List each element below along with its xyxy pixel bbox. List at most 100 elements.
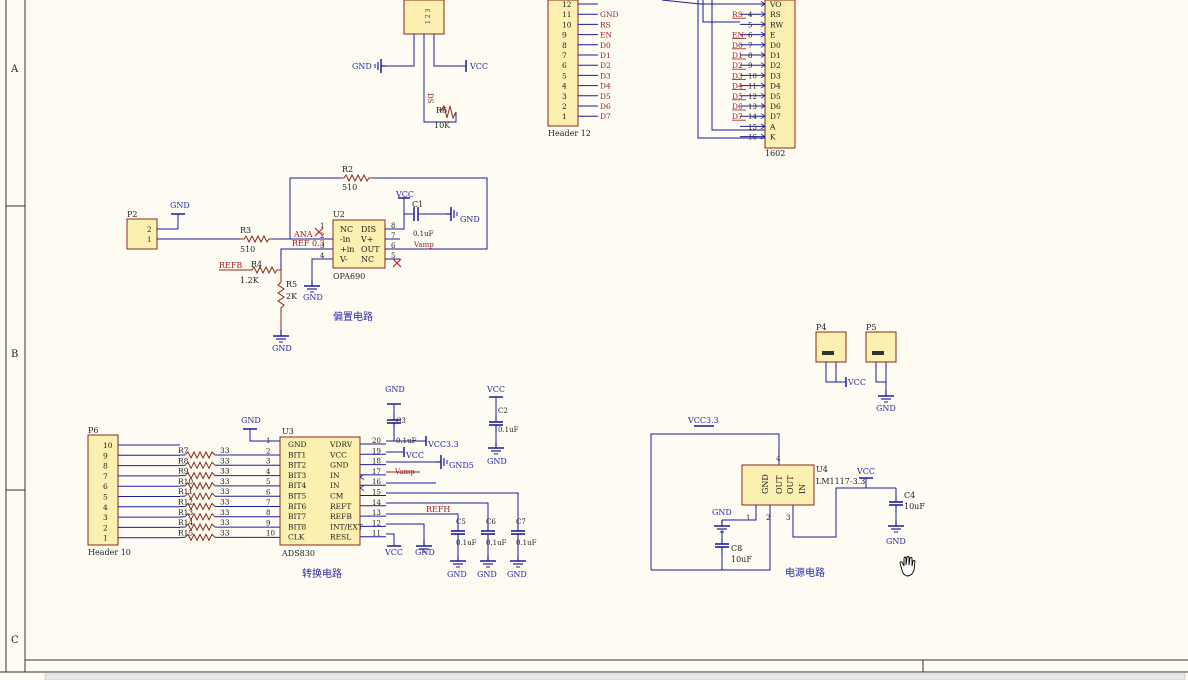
p6-pin-num: 3: [103, 513, 108, 522]
zone-label-c: C: [11, 635, 19, 646]
u3-right-pin: INT/EXT: [330, 522, 363, 531]
u2-left-pin: +in: [340, 245, 354, 254]
resistor-r2[interactable]: [339, 174, 374, 182]
u2-right-pin: NC: [361, 255, 374, 264]
lcd-pin-name: E: [770, 31, 775, 40]
net-vcc-u3b: VCC: [384, 548, 403, 557]
net-gnd-c6: GND: [477, 570, 497, 579]
top-connector[interactable]: 1 2 3: [386, 0, 466, 123]
net-ref03: REF 0.3: [292, 239, 325, 248]
lcd-net: D4: [732, 82, 743, 91]
u3-right-pin: VDRV: [329, 440, 353, 449]
net-gnd-c4: GND: [886, 537, 906, 546]
capacitor-c8[interactable]: [714, 537, 730, 555]
p6-pin-num: 9: [103, 451, 108, 460]
conv-resistor: [184, 502, 216, 511]
connector-p4[interactable]: [815, 331, 847, 363]
c2-value: 0.1uF: [498, 426, 519, 434]
capacitor-c1[interactable]: [413, 207, 419, 221]
lcd-pin-num: 5: [748, 21, 752, 29]
p6-pin-num: 10: [103, 441, 113, 450]
top-connector-pins: 1 2 3: [425, 9, 432, 24]
conv-resistor: [184, 450, 216, 460]
r5-ref: R5: [286, 280, 297, 289]
regulator-u4[interactable]: [741, 464, 815, 506]
p6-name: Header 10: [88, 548, 131, 557]
u3-left-pin: BIT6: [288, 502, 306, 511]
lcd-pin-num: 4: [748, 11, 753, 19]
lcd-net: D2: [732, 61, 743, 70]
u3-left-num: 4: [266, 468, 271, 476]
lcd-pin-arrow: [760, 11, 766, 18]
r6-ref: R6: [436, 106, 447, 115]
conv-res-ref: R13: [178, 508, 193, 517]
c5-ref: C5: [456, 518, 466, 526]
u3-right-pin: REFT: [330, 502, 351, 511]
c6-ref: C6: [486, 518, 496, 526]
u2-left-pin: V-: [339, 255, 348, 264]
header-12-net: D7: [600, 112, 611, 121]
u4-pin-gnd: GND: [761, 474, 770, 494]
header-12-pin-num: 9: [562, 31, 567, 40]
c2-ref: C2: [498, 407, 508, 415]
u2-right-num: 6: [391, 242, 396, 250]
c3-ref: C3: [396, 417, 406, 425]
net-ana: ANA: [293, 230, 313, 239]
lcd-pin-name: A: [769, 122, 776, 131]
conv-res-ref: R15: [178, 528, 193, 537]
header-12-net: D2: [600, 61, 611, 70]
conv-res-value: 33: [220, 528, 230, 537]
horizontal-scrollbar[interactable]: [44, 673, 1186, 680]
u3-left-num: 10: [266, 530, 275, 538]
net-vcc-c4: VCC: [856, 467, 875, 476]
header-12[interactable]: [547, 0, 579, 127]
header-12-pin-num: 6: [562, 61, 567, 70]
lcd-pin-arrow: [760, 103, 766, 109]
net-refb-bias: REFB: [219, 261, 242, 270]
net-gnd-p5: GND: [876, 404, 896, 413]
lcd-1602[interactable]: [764, 0, 796, 149]
adc-u3[interactable]: [279, 436, 361, 546]
net-vamp-bias: Vamp: [413, 241, 434, 249]
u3-right-num: 20: [372, 437, 381, 445]
connector-p2[interactable]: [126, 218, 158, 250]
lcd-pin-arrow: [760, 92, 766, 99]
u3-right-num: 11: [372, 530, 381, 538]
c1-value: 0.1uF: [413, 230, 434, 238]
p6-ref: P6: [88, 426, 98, 435]
header-12-pin-num: 4: [562, 82, 567, 91]
lcd-pin-arrow: [760, 123, 766, 130]
header-12-pin-num: 1: [562, 112, 567, 121]
lcd-pin-num: 7: [748, 42, 752, 50]
resistor-r6[interactable]: [439, 104, 457, 120]
lcd-pin-num: 15: [748, 123, 757, 131]
lcd-pin-arrow: [760, 31, 766, 38]
resistor-r5[interactable]: [277, 270, 285, 330]
resistor-r3[interactable]: [239, 235, 274, 243]
conv-title: 转换电路: [302, 567, 342, 580]
p4-ref: P4: [816, 323, 826, 332]
u4-num-3: 3: [786, 514, 790, 522]
u3-left-pin: BIT1: [288, 450, 306, 459]
hand-cursor-icon: [899, 556, 916, 577]
capacitor-c4[interactable]: [888, 495, 904, 513]
u3-right-num: 14: [372, 499, 381, 507]
connector-p5[interactable]: [865, 331, 897, 363]
lcd-net: D0: [732, 41, 743, 50]
power-title: 电源电路: [785, 566, 825, 579]
u3-left-num: 9: [266, 519, 270, 527]
conv-resistor: [184, 481, 216, 491]
p6-pin-num: 4: [103, 503, 108, 512]
lcd-pin-num: 11: [748, 83, 757, 91]
opamp-u2[interactable]: [332, 219, 386, 269]
connector-p6[interactable]: [87, 434, 119, 546]
zone-label-b: B: [11, 349, 18, 360]
conv-res-ref: R9: [178, 467, 189, 476]
u4-pin-in: IN: [798, 484, 807, 494]
net-refh: REFH: [426, 505, 450, 514]
conv-resistor: [184, 461, 216, 470]
header-12-pin-num: 12: [562, 0, 572, 9]
